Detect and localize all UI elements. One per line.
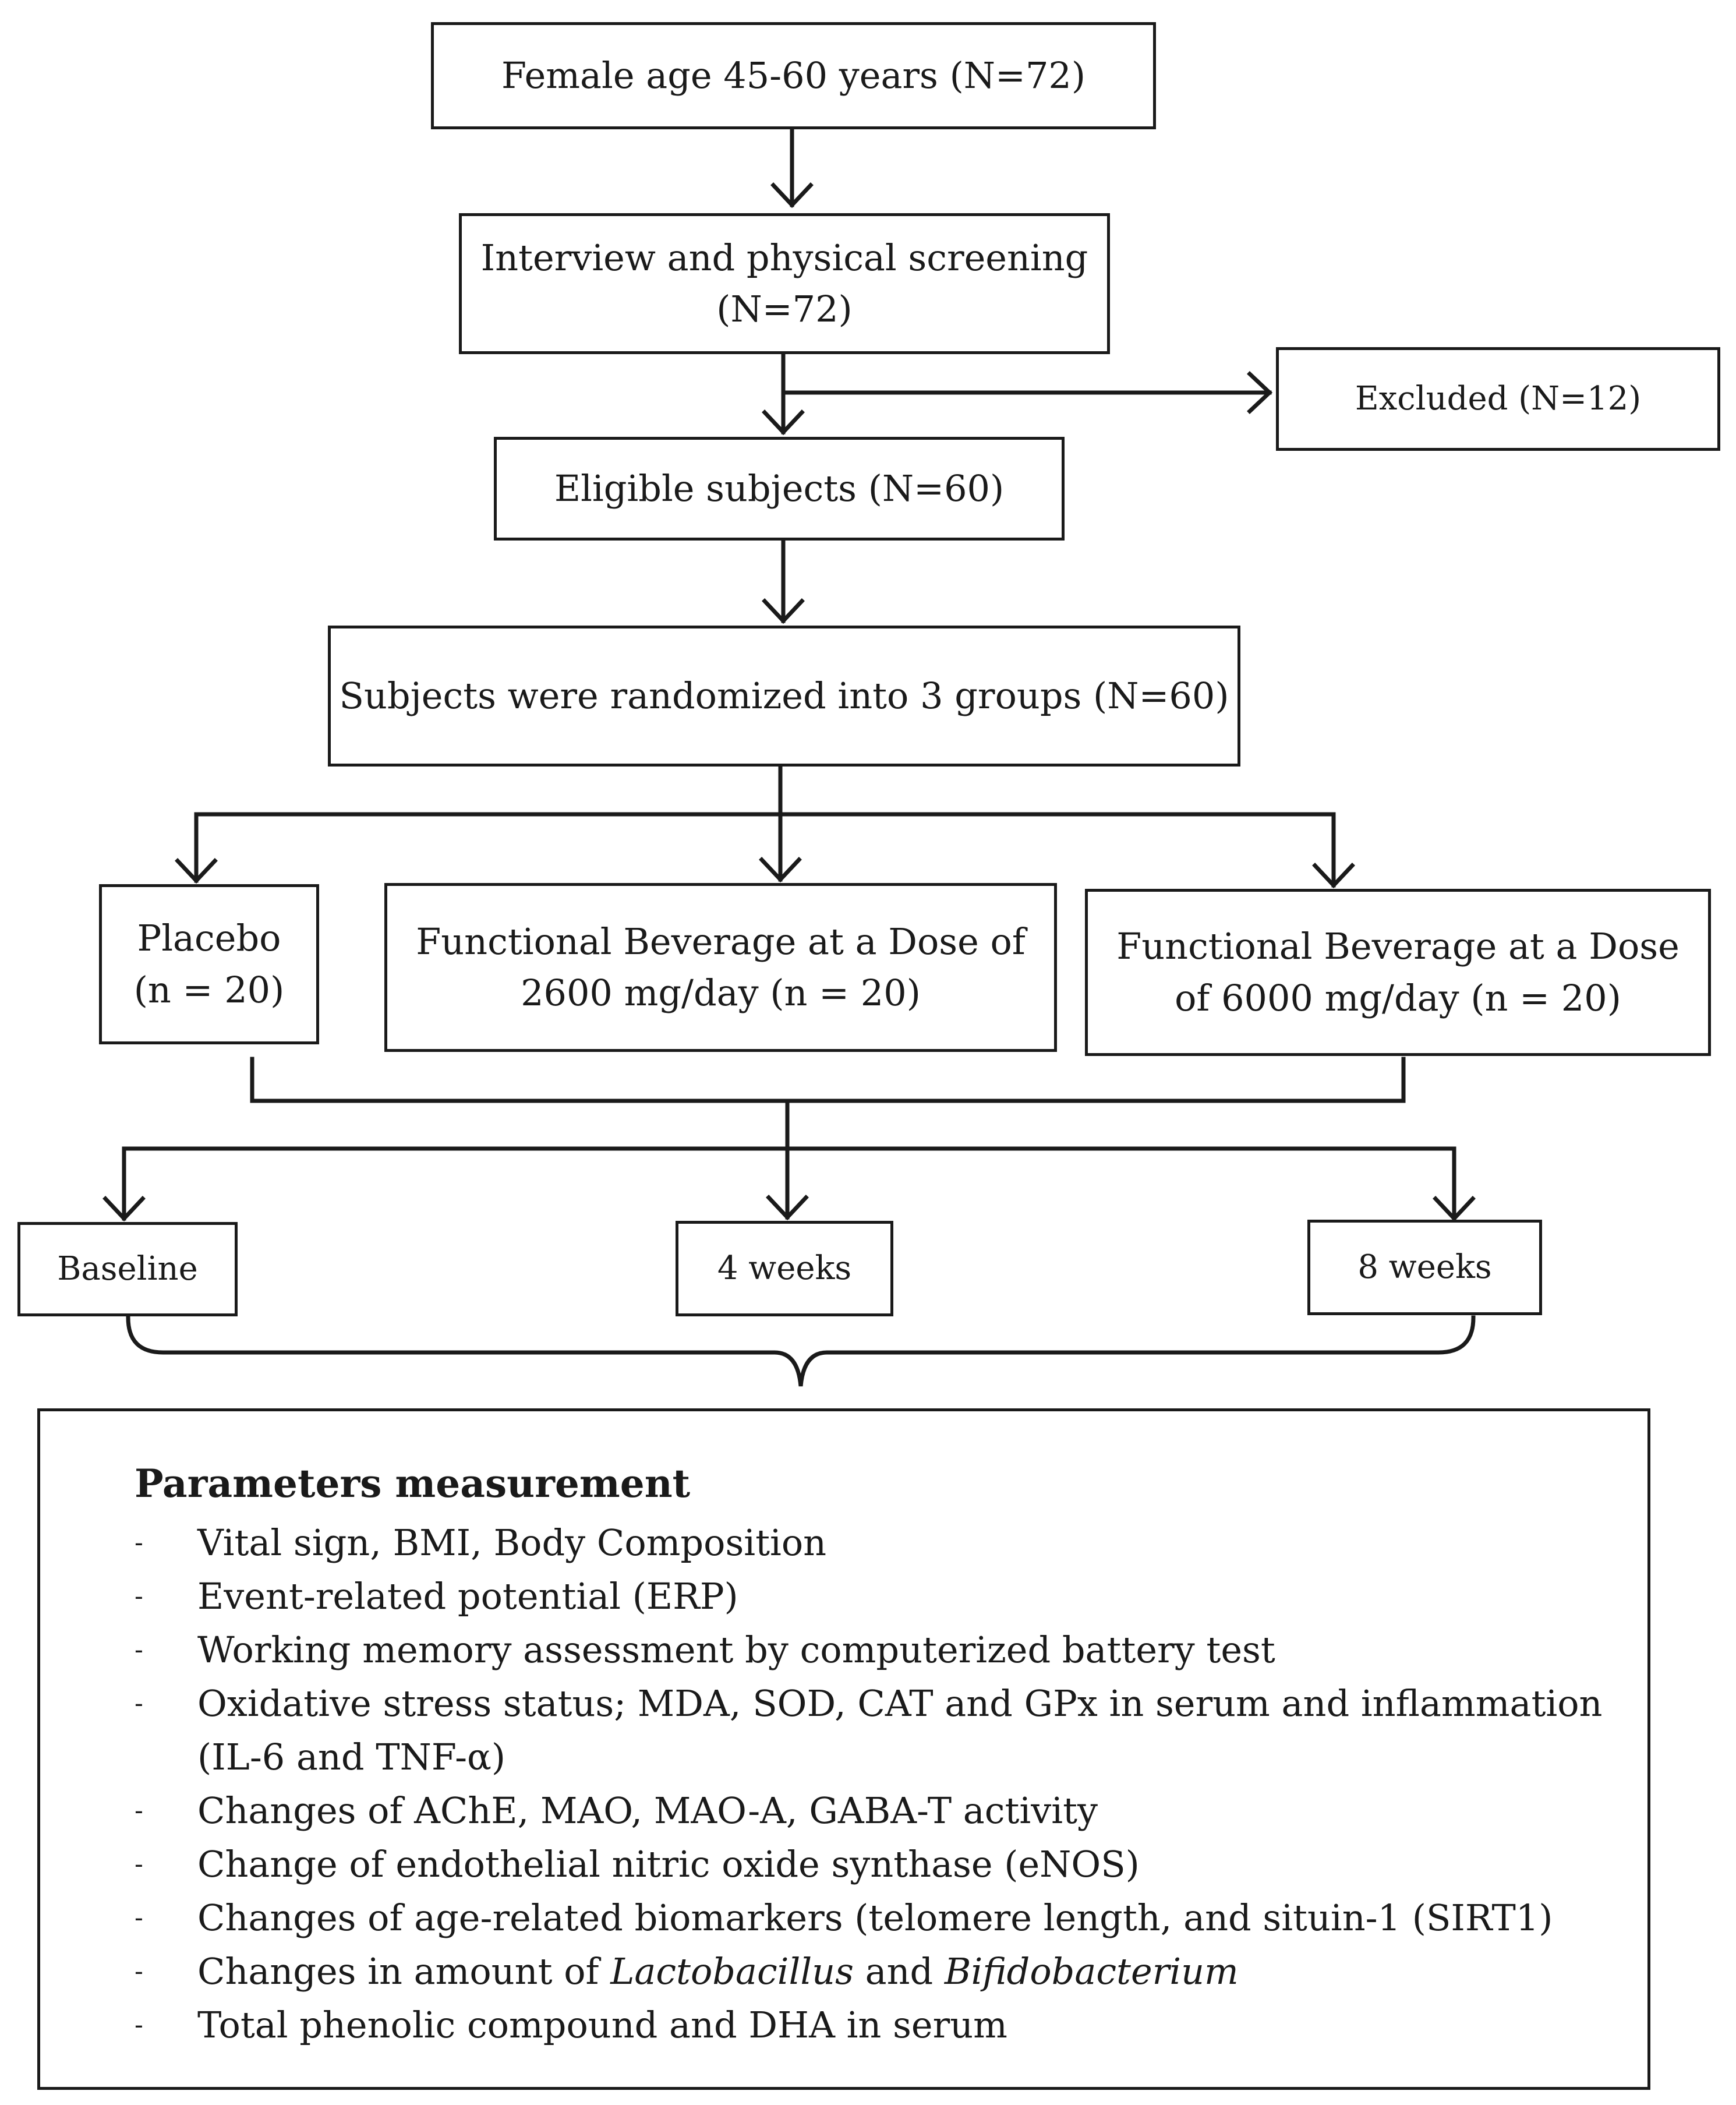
parameter-text-part: Changes in amount of bbox=[197, 1950, 611, 1993]
enrolled-label: Female age 45-60 years (N=72) bbox=[501, 54, 1086, 97]
eligible-label: Eligible subjects (N=60) bbox=[554, 467, 1005, 510]
parameter-item: - Oxidative stress status; MDA, SOD, CAT … bbox=[135, 1677, 1602, 1784]
bullet-dash: - bbox=[135, 1689, 143, 1718]
parameter-item: - Event-related potential (ERP) bbox=[135, 1570, 1602, 1623]
parameters-panel: Parameters measurement - Vital sign, BMI,… bbox=[37, 1408, 1650, 2090]
group-6000-box: Functional Beverage at a Dose of 6000 mg… bbox=[1085, 889, 1711, 1056]
parameter-item: - Changes of age-related biomarkers (telo… bbox=[135, 1891, 1602, 1945]
timepoint-4-weeks-box: 4 weeks bbox=[676, 1221, 893, 1316]
group-2600-label: Functional Beverage at a Dose of bbox=[416, 920, 1026, 963]
parameters-list: - Vital sign, BMI, Body Composition - Event… bbox=[135, 1516, 1602, 2052]
screening-box: Interview and physical screening (N=72) bbox=[459, 213, 1110, 354]
bullet-dash: - bbox=[135, 2010, 143, 2040]
parameter-text-italic: Lactobacillus bbox=[610, 1950, 854, 1993]
timepoint-baseline-box: Baseline bbox=[17, 1222, 238, 1316]
parameter-text: Vital sign, BMI, Body Composition bbox=[197, 1521, 827, 1564]
group-placebo-box: Placebo (n = 20) bbox=[99, 884, 319, 1044]
bullet-dash: - bbox=[135, 1903, 143, 1933]
bullet-dash: - bbox=[135, 1956, 143, 1986]
group-2600-box: Functional Beverage at a Dose of 2600 mg… bbox=[384, 883, 1057, 1052]
parameter-item: - Vital sign, BMI, Body Composition bbox=[135, 1516, 1602, 1570]
group-6000-label: Functional Beverage at a Dose bbox=[1116, 925, 1680, 968]
parameter-text-italic: Bifidobacterium bbox=[944, 1950, 1239, 1993]
screening-label: Interview and physical screening bbox=[480, 236, 1088, 279]
excluded-box: Excluded (N=12) bbox=[1276, 347, 1720, 451]
parameter-text: Oxidative stress status; MDA, SOD, CAT a… bbox=[197, 1682, 1603, 1778]
parameter-text: Change of endothelial nitric oxide synth… bbox=[197, 1843, 1140, 1885]
screening-count: (N=72) bbox=[716, 288, 853, 330]
enrolled-box: Female age 45-60 years (N=72) bbox=[431, 22, 1156, 129]
bullet-dash: - bbox=[135, 1796, 143, 1825]
timepoints-brace bbox=[126, 1315, 1476, 1387]
bullet-dash: - bbox=[135, 1581, 143, 1611]
timepoint-4-weeks-label: 4 weeks bbox=[717, 1249, 852, 1288]
group-6000-n: of 6000 mg/day (n = 20) bbox=[1175, 976, 1621, 1019]
parameters-title: Parameters measurement bbox=[135, 1461, 691, 1506]
timepoint-8-weeks-label: 8 weeks bbox=[1357, 1248, 1492, 1287]
randomized-label: Subjects were randomized into 3 groups (… bbox=[339, 674, 1229, 717]
parameter-text: Working memory assessment by computerize… bbox=[197, 1629, 1275, 1671]
bullet-dash: - bbox=[135, 1849, 143, 1879]
group-placebo-label: Placebo bbox=[137, 917, 281, 960]
excluded-label: Excluded (N=12) bbox=[1355, 380, 1642, 418]
parameter-text: Changes in amount of Lactobacillus and B… bbox=[197, 1950, 1239, 1993]
parameter-text: Total phenolic compound and DHA in serum bbox=[197, 2004, 1007, 2046]
parameter-text: Event-related potential (ERP) bbox=[197, 1575, 738, 1617]
group-2600-n: 2600 mg/day (n = 20) bbox=[521, 972, 921, 1014]
parameter-item: - Changes of AChE, MAO, MAO-A, GABA-T act… bbox=[135, 1784, 1602, 1838]
eligible-box: Eligible subjects (N=60) bbox=[494, 437, 1065, 541]
parameter-item: - Working memory assessment by computeriz… bbox=[135, 1623, 1602, 1677]
parameter-item: - Total phenolic compound and DHA in seru… bbox=[135, 1998, 1602, 2052]
timepoint-8-weeks-box: 8 weeks bbox=[1307, 1220, 1542, 1315]
bullet-dash: - bbox=[135, 1635, 143, 1665]
randomized-box: Subjects were randomized into 3 groups (… bbox=[328, 626, 1240, 767]
parameter-item: - Change of endothelial nitric oxide synt… bbox=[135, 1838, 1602, 1891]
parameter-text: Changes of AChE, MAO, MAO-A, GABA-T acti… bbox=[197, 1789, 1098, 1832]
group-placebo-n: (n = 20) bbox=[133, 968, 285, 1011]
bullet-dash: - bbox=[135, 1528, 143, 1557]
parameter-item: - Changes in amount of Lactobacillus and … bbox=[135, 1945, 1602, 1998]
timepoint-baseline-label: Baseline bbox=[57, 1250, 198, 1288]
parameter-text: Changes of age-related biomarkers (telom… bbox=[197, 1896, 1553, 1939]
parameter-text-part: and bbox=[853, 1950, 945, 1993]
